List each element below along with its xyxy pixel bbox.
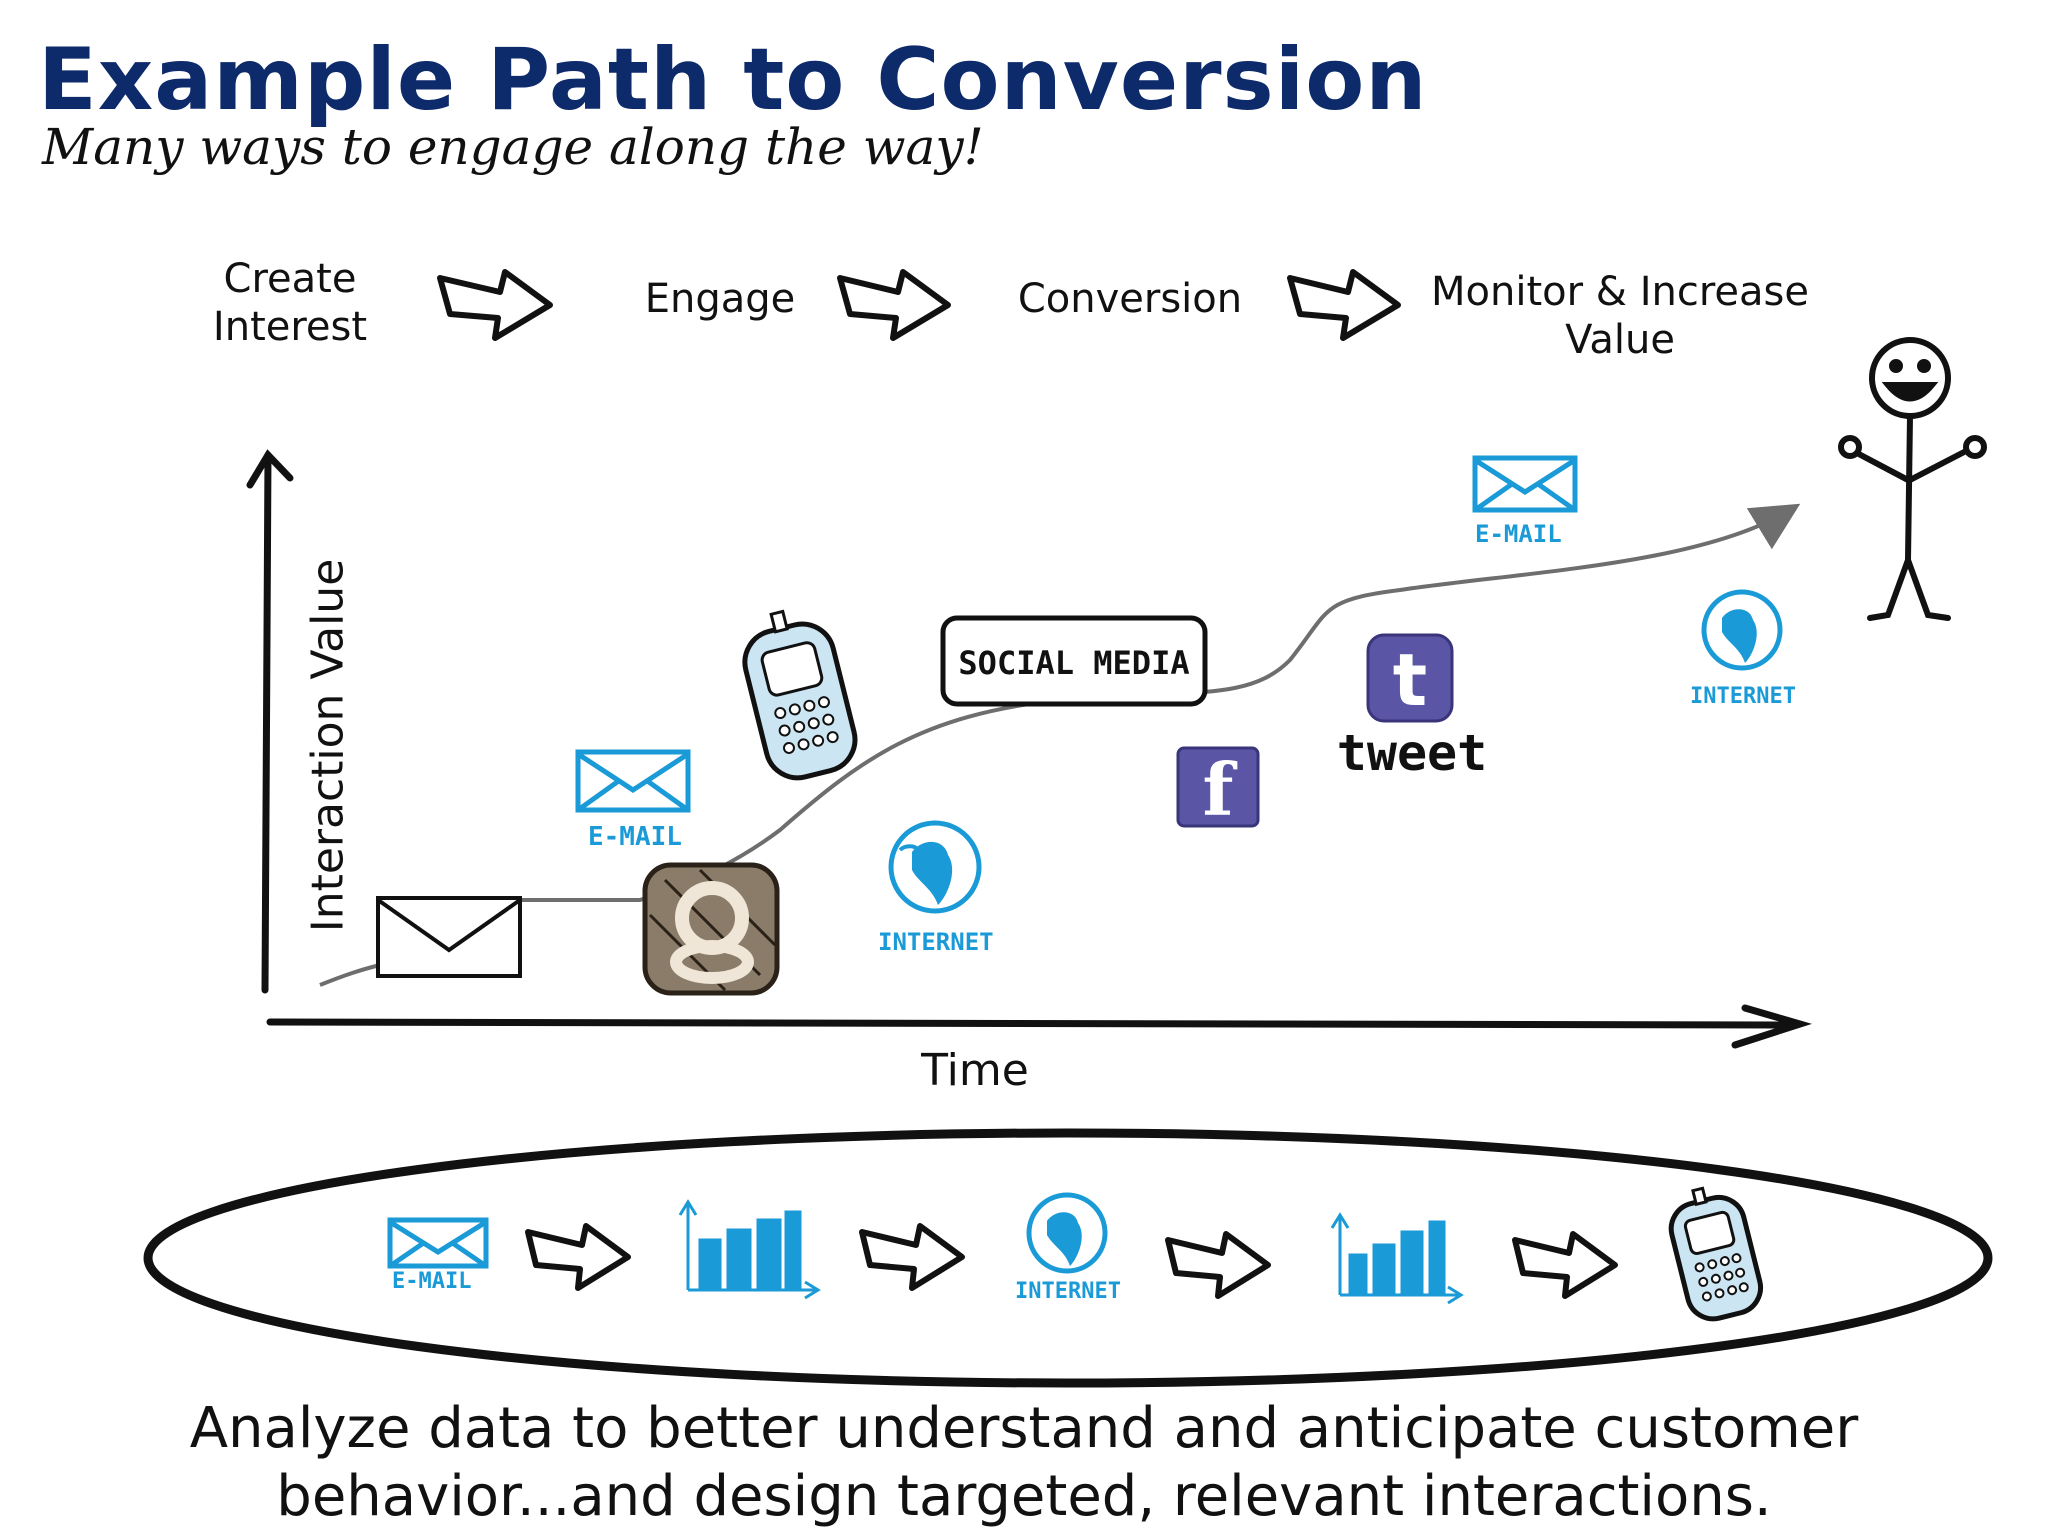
globe-icon [1701, 589, 1783, 671]
stage-arrow-icon [1165, 1231, 1271, 1299]
social-media-box: SOCIAL MEDIA [940, 615, 1208, 707]
stage-label-line1: Create [223, 256, 357, 302]
internet-label: INTERNET [1015, 1279, 1121, 1304]
email-label: E-MAIL [392, 1269, 471, 1294]
globe-icon [1026, 1192, 1108, 1274]
y-axis [246, 449, 294, 994]
globe-icon [888, 820, 982, 914]
google-icon [642, 862, 780, 996]
envelope-icon [376, 896, 522, 978]
stage-arrow-icon [859, 1223, 965, 1291]
bar-chart-icon [1330, 1212, 1464, 1305]
stage-arrow-icon [525, 1223, 631, 1291]
internet-label: INTERNET [1690, 684, 1796, 709]
footer-caption: Analyze data to better understand and an… [0, 1395, 2048, 1532]
analysis-loop-ellipse [143, 1128, 1993, 1388]
email-label: E-MAIL [588, 822, 682, 852]
email-icon [387, 1217, 489, 1269]
internet-label: INTERNET [878, 928, 994, 956]
email-label: E-MAIL [1475, 520, 1562, 548]
page-title: Example Path to Conversion [38, 30, 1428, 130]
facebook-letter: f [1203, 747, 1238, 832]
stage-arrow-icon [1287, 269, 1401, 341]
stage-label-line1: Engage [644, 276, 796, 322]
stage-label-line2: Interest [212, 304, 368, 350]
footer-line1: Analyze data to better understand and an… [189, 1396, 1859, 1461]
stage-arrow-icon [837, 269, 951, 341]
stage-arrow-icon [437, 269, 553, 341]
twitter-icon: t [1366, 633, 1454, 723]
social-media-label: SOCIAL MEDIA [958, 644, 1189, 682]
stage-arrow-icon [1512, 1231, 1618, 1299]
happy-customer-figure [1838, 337, 1987, 621]
mobile-phone-icon [1668, 1186, 1764, 1322]
stage-create-interest: Create Interest [190, 255, 390, 351]
x-axis-label: Time [921, 1045, 1029, 1096]
stage-monitor-increase-value: Monitor & Increase Value [1420, 268, 1820, 364]
twitter-letter: t [1393, 638, 1427, 722]
stage-label-line2: Value [1565, 317, 1675, 363]
mobile-phone-icon [742, 609, 858, 781]
facebook-icon: f [1176, 746, 1260, 832]
page-subtitle: Many ways to engage along the way! [42, 118, 984, 176]
stage-label-line1: Monitor & Increase [1431, 269, 1809, 315]
tweet-label: tweet [1337, 724, 1488, 782]
interaction-value-curve [319, 503, 1801, 987]
footer-line2: behavior...and design targeted, relevant… [276, 1464, 1772, 1530]
email-icon [575, 749, 691, 813]
x-axis [266, 1004, 1812, 1049]
email-icon [1472, 455, 1578, 513]
bar-chart-icon [678, 1199, 821, 1300]
stage-conversion: Conversion [1000, 275, 1260, 323]
stage-engage: Engage [620, 275, 820, 323]
stage-label-line1: Conversion [1017, 276, 1243, 322]
